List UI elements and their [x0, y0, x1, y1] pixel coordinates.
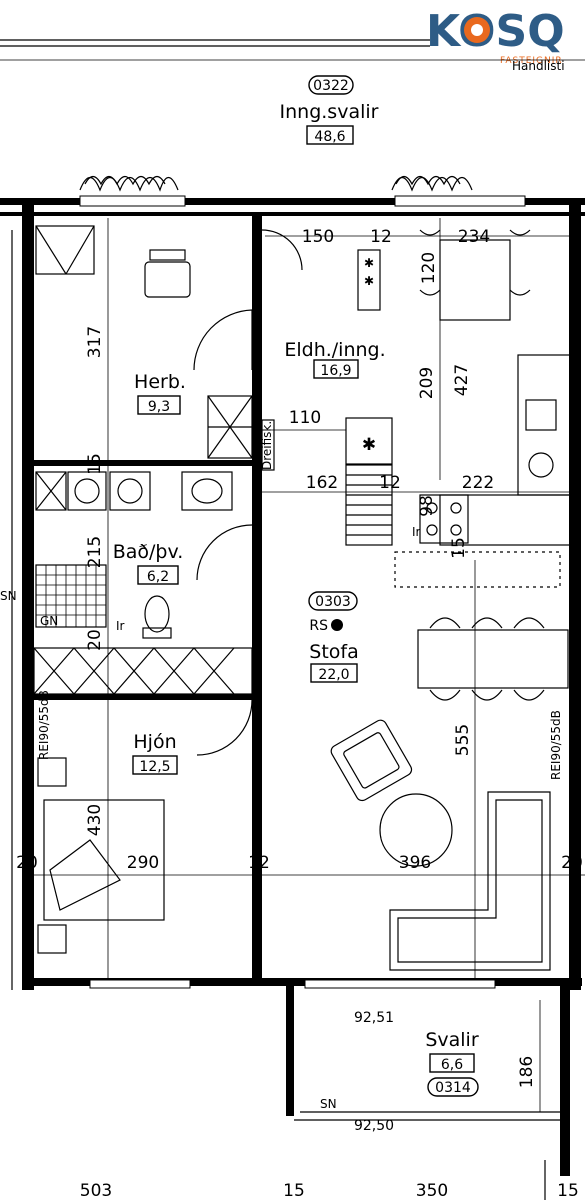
- svg-text:✱: ✱: [362, 435, 376, 455]
- svg-text:15: 15: [85, 453, 105, 475]
- svg-text:234: 234: [458, 227, 490, 247]
- room-herb: Herb. 9,3: [35, 225, 253, 459]
- svg-text:Eldh./inng.: Eldh./inng.: [284, 339, 385, 361]
- svg-text:215: 215: [85, 536, 105, 568]
- svg-text:430: 430: [85, 804, 105, 836]
- room-stofa: 0303 RS Stofa 22,0: [196, 591, 569, 971]
- room-hjon: Hjón 12,5: [37, 731, 178, 954]
- svg-text:317: 317: [85, 326, 105, 358]
- plant-icons: [79, 175, 473, 192]
- svg-text:6,6: 6,6: [441, 1057, 463, 1073]
- svg-text:Bað/þv.: Bað/þv.: [113, 541, 184, 563]
- svg-text:Inng.svalir: Inng.svalir: [280, 101, 379, 123]
- dimension-lines: [22, 218, 585, 1112]
- svg-text:120: 120: [419, 252, 439, 284]
- svg-text:186: 186: [517, 1056, 537, 1088]
- elevation-label: 92,51: [354, 1010, 394, 1026]
- svg-text:222: 222: [462, 473, 494, 493]
- company-logo: KOSQ FASTEIGNIR: [426, 6, 565, 66]
- svg-text:Svalir: Svalir: [425, 1029, 479, 1051]
- svg-text:RS: RS: [309, 618, 328, 634]
- svg-text:12: 12: [370, 227, 392, 247]
- walls: [0, 198, 585, 1176]
- svg-text:12: 12: [379, 473, 401, 493]
- svg-text:20: 20: [85, 629, 105, 651]
- rei-label-right: REI90/55dB: [549, 710, 563, 780]
- svg-text:15: 15: [283, 1181, 305, 1200]
- svg-text:0303: 0303: [315, 594, 351, 610]
- svg-text:396: 396: [399, 853, 431, 873]
- svg-text:15: 15: [449, 537, 469, 559]
- rei-label-left: REI90/55dB: [37, 690, 51, 760]
- svg-text:503: 503: [80, 1181, 112, 1200]
- svg-text:555: 555: [453, 724, 473, 756]
- svg-text:150: 150: [302, 227, 334, 247]
- svg-text:GN: GN: [40, 614, 58, 628]
- svg-text:✱: ✱: [364, 274, 374, 288]
- svg-text:110: 110: [289, 408, 321, 428]
- logo-text: KOSQ: [426, 6, 565, 57]
- rs-marker-icon: [331, 619, 343, 631]
- svg-text:22,0: 22,0: [318, 667, 349, 683]
- logo-subtitle: FASTEIGNIR: [500, 56, 563, 66]
- svg-text:6,2: 6,2: [147, 569, 169, 585]
- svg-text:Hjón: Hjón: [133, 731, 176, 753]
- windows: [79, 195, 526, 989]
- svg-text:48,6: 48,6: [314, 129, 345, 145]
- svg-text:Ir: Ir: [116, 619, 125, 633]
- svg-text:350: 350: [416, 1181, 448, 1200]
- svg-text:209: 209: [417, 367, 437, 399]
- room-svalir: Svalir 6,6 0314 SN: [320, 1029, 479, 1111]
- svg-text:9,3: 9,3: [148, 399, 170, 415]
- svg-text:15: 15: [557, 1181, 579, 1200]
- svg-text:SN: SN: [0, 589, 17, 603]
- room-inng-svalir: 0322 Inng.svalir 48,6: [280, 75, 379, 145]
- svg-text:Dreifisk.: Dreifisk.: [260, 421, 274, 470]
- svg-text:98: 98: [417, 495, 437, 517]
- svg-text:162: 162: [306, 473, 338, 493]
- room-bad: Bað/þv. 6,2 GN Ir: [33, 471, 253, 695]
- svg-text:16,9: 16,9: [320, 363, 351, 379]
- svg-text:20: 20: [16, 853, 38, 873]
- svg-text:0322: 0322: [313, 78, 349, 94]
- svg-text:0314: 0314: [435, 1080, 471, 1096]
- svg-text:427: 427: [452, 364, 472, 396]
- svg-text:Stofa: Stofa: [309, 641, 358, 663]
- svg-text:12: 12: [248, 853, 270, 873]
- svg-text:20: 20: [561, 853, 583, 873]
- svg-text:290: 290: [127, 853, 159, 873]
- elevation-label: 92,50: [354, 1118, 394, 1134]
- svg-text:12,5: 12,5: [139, 759, 170, 775]
- svg-text:SN: SN: [320, 1097, 337, 1111]
- svg-text:✱: ✱: [364, 256, 374, 270]
- svg-text:Herb.: Herb.: [134, 371, 186, 393]
- handlisti-note: Handlisti: [512, 59, 565, 73]
- room-eldhus: Eldh./inng. 16,9 ✱: [260, 229, 571, 588]
- svg-text:Ir: Ir: [412, 525, 421, 539]
